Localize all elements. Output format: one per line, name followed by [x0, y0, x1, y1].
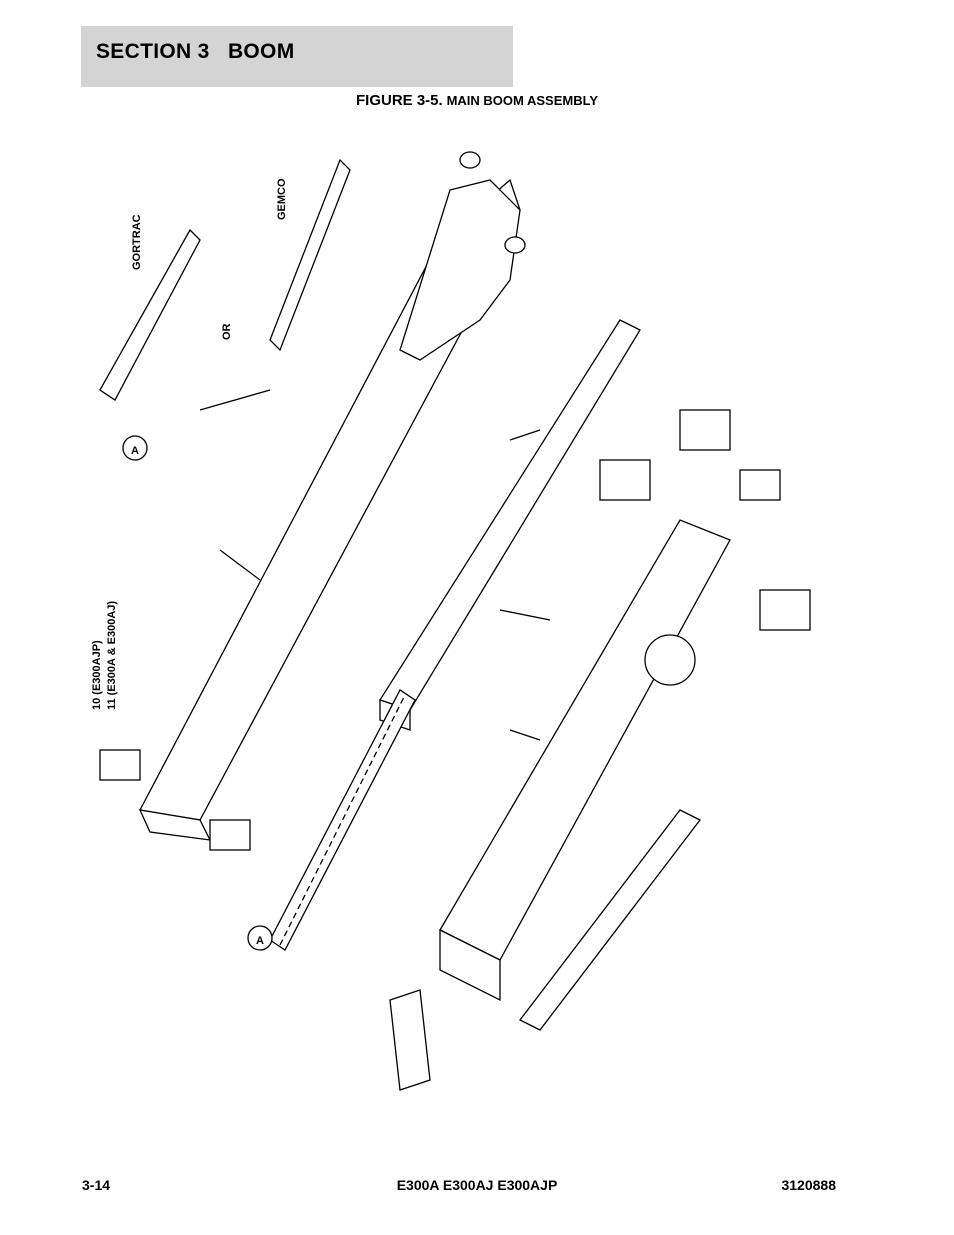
- figure-number: FIGURE 3-5.: [355, 92, 443, 109]
- manual-part-number: 3120888: [781, 1177, 836, 1193]
- boom-assembly-diagram: GORTRAC GEMCO OR 10 (E300AJP) 11 (E300A …: [80, 120, 870, 1140]
- boom-exploded-view: GORTRAC GEMCO OR 10 (E300AJP) 11 (E300A …: [91, 151, 811, 1091]
- detail-a-marker-top: A: [122, 435, 148, 461]
- detail-a-letter: A: [256, 935, 264, 947]
- page-number: 3-14: [82, 1177, 111, 1193]
- model-names: E300A E300AJ E300AJP: [396, 1177, 558, 1193]
- variant-ajp-label: 10 (E300AJP): [91, 640, 103, 710]
- or-label: OR: [221, 323, 233, 340]
- section-title: SECTION 3 BOOM: [96, 40, 295, 63]
- gemco-label: GEMCO: [276, 178, 288, 220]
- section-header-banner: SECTION 3 BOOM: [81, 26, 513, 87]
- detail-a-marker-bottom: A: [247, 925, 273, 951]
- figure-name: MAIN BOOM ASSEMBLY: [446, 93, 598, 108]
- detail-a-letter: A: [131, 445, 139, 457]
- figure-caption: FIGURE 3-5. MAIN BOOM ASSEMBLY: [0, 92, 954, 109]
- gortrac-label: GORTRAC: [131, 214, 143, 270]
- variant-a-aj-label: 11 (E300A & E300AJ): [106, 601, 118, 710]
